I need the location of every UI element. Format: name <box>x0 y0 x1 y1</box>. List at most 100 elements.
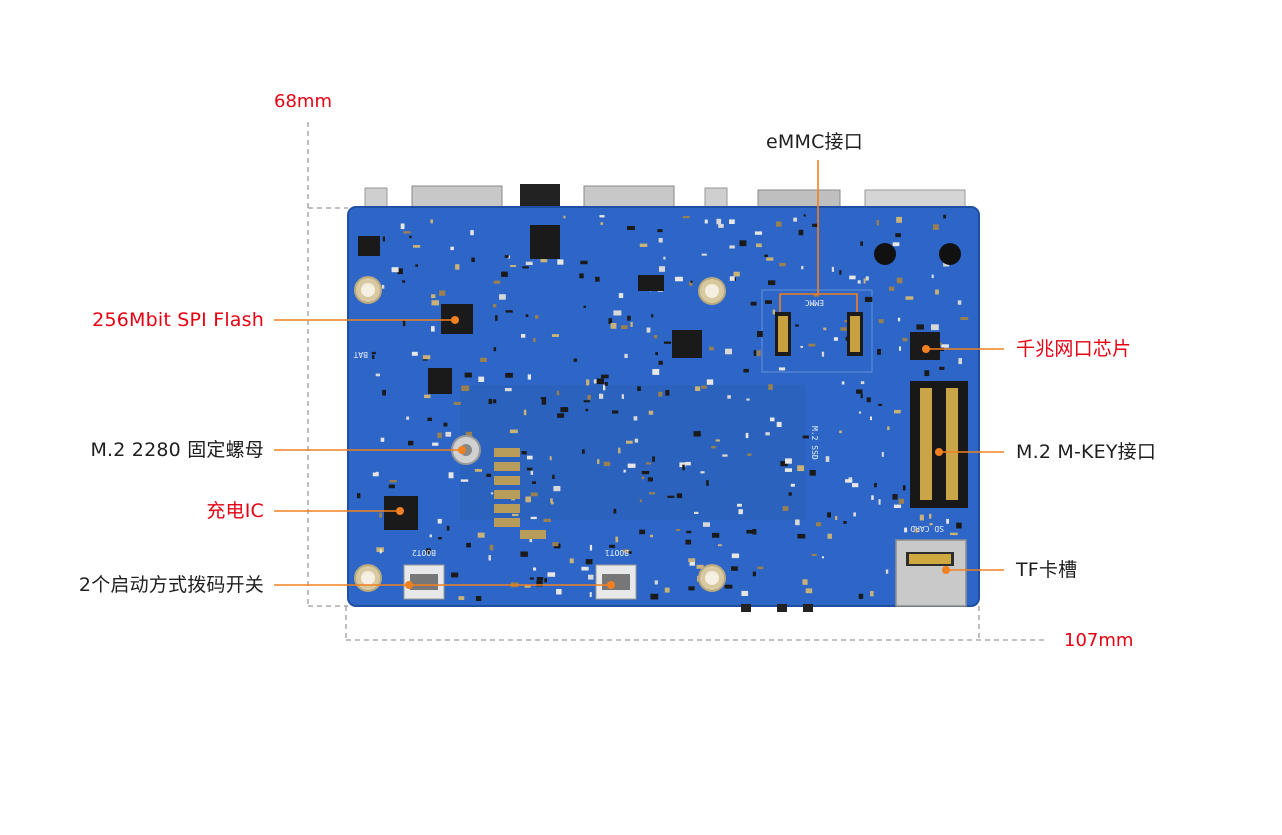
smd-component <box>931 324 939 331</box>
smd-component <box>753 350 756 356</box>
smd-component <box>878 499 881 505</box>
smd-component <box>589 544 593 551</box>
smd-component <box>521 451 527 455</box>
smd-component <box>878 403 883 406</box>
smd-component <box>866 397 871 403</box>
smd-component <box>896 216 902 223</box>
height-dimension: 68mm <box>274 91 332 112</box>
smd-component <box>902 337 908 342</box>
smd-component <box>499 294 506 300</box>
smd-component <box>630 321 633 327</box>
smd-component <box>530 470 534 475</box>
smd-component <box>493 280 501 284</box>
smd-component <box>512 513 519 517</box>
callout-spi-flash: 256Mbit SPI Flash <box>92 309 264 331</box>
smd-component <box>430 219 433 224</box>
smd-component <box>603 461 611 467</box>
smd-component <box>793 217 797 222</box>
smd-component <box>685 539 692 545</box>
smd-component <box>898 498 904 504</box>
smd-component <box>904 527 908 533</box>
silk-boot2: BOOT2 <box>412 548 436 557</box>
smd-component <box>801 265 804 270</box>
smd-component <box>437 518 442 524</box>
smd-component <box>835 516 838 520</box>
smd-component <box>464 372 472 378</box>
smd-component <box>402 280 406 283</box>
smd-component <box>663 256 666 260</box>
smd-component <box>701 253 707 256</box>
smd-component <box>652 369 660 375</box>
smd-component <box>815 522 822 527</box>
smd-component <box>382 236 385 242</box>
smd-component <box>821 351 825 357</box>
smd-component <box>788 492 792 496</box>
silk-emmc: EMMC <box>805 298 824 307</box>
smd-component <box>582 449 585 454</box>
smd-component <box>899 346 901 351</box>
smd-component <box>864 296 873 302</box>
smd-component <box>615 536 619 543</box>
smd-component <box>461 385 470 391</box>
smd-component <box>600 222 604 225</box>
smd-component <box>540 397 547 400</box>
callout-boot-switch: 2个启动方式拨码开关 <box>78 574 264 596</box>
smd-component <box>535 315 539 319</box>
smd-component <box>689 560 695 566</box>
smd-component <box>492 399 497 404</box>
smd-component <box>451 572 459 578</box>
smd-component <box>488 398 492 404</box>
leader-dots <box>396 316 950 589</box>
smd-component <box>825 456 830 462</box>
smd-component <box>501 271 508 277</box>
smd-component <box>402 320 406 327</box>
smd-component <box>811 553 817 556</box>
smd-component <box>530 492 538 497</box>
smd-component <box>381 284 385 289</box>
smd-component <box>860 393 863 399</box>
smd-component <box>493 304 497 308</box>
smd-component <box>655 352 658 356</box>
smd-component <box>587 394 591 400</box>
smd-component <box>958 358 962 365</box>
smd-component <box>839 430 842 434</box>
smd-component <box>840 327 847 331</box>
callout-emmc: eMMC接口 <box>766 131 863 153</box>
smd-component <box>896 277 903 284</box>
smd-component <box>746 398 750 401</box>
smd-component <box>709 346 714 351</box>
smd-component <box>784 468 792 472</box>
smd-component <box>526 467 533 471</box>
smd-component <box>460 479 469 482</box>
smd-component <box>439 290 446 296</box>
smd-component <box>549 456 552 461</box>
smd-component <box>627 315 631 321</box>
smd-component <box>739 240 747 247</box>
smd-component <box>557 259 564 265</box>
smd-component <box>778 367 786 371</box>
smd-component <box>585 408 589 412</box>
smd-component <box>653 335 658 339</box>
smd-component <box>887 426 890 430</box>
smd-component <box>779 262 786 267</box>
smd-component <box>489 544 494 551</box>
smd-component <box>939 342 942 346</box>
smd-component <box>540 256 548 263</box>
smd-component <box>892 242 900 247</box>
smd-component <box>583 305 586 308</box>
smd-component <box>724 584 733 589</box>
smd-component <box>458 596 465 600</box>
smd-component <box>379 512 382 518</box>
tf-card-slot <box>895 539 967 607</box>
smd-component <box>797 465 805 472</box>
smd-component <box>429 534 432 538</box>
smd-component <box>455 264 460 270</box>
smd-component <box>397 268 403 275</box>
smd-component <box>865 276 869 281</box>
smd-component <box>581 566 589 571</box>
smd-component <box>509 429 518 434</box>
smd-component <box>431 300 439 306</box>
smd-component <box>522 266 529 269</box>
smd-component <box>863 278 866 284</box>
smd-component <box>893 504 902 508</box>
